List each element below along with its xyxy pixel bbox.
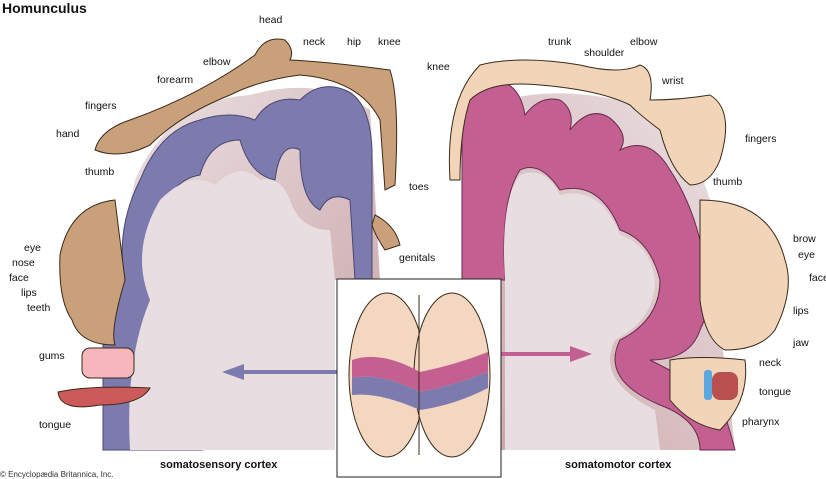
motor-label-elbow: elbow bbox=[630, 36, 658, 48]
brain-top-view-inset bbox=[336, 278, 502, 478]
somatosensory-cortex-section bbox=[57, 38, 401, 451]
sensory-label-hand: hand bbox=[56, 128, 80, 140]
motor-arrow-head bbox=[570, 346, 592, 362]
sensory-homunculus-gums bbox=[81, 347, 135, 379]
diagram-title: Homunculus bbox=[2, 0, 87, 16]
sensory-label-tongue: tongue bbox=[39, 419, 72, 431]
motor-label-tongue: tongue bbox=[759, 386, 792, 398]
motor-homunculus-arm bbox=[448, 59, 727, 186]
sensory-label-lips: lips bbox=[21, 287, 37, 299]
motor-label-fingers: fingers bbox=[745, 133, 777, 145]
sensory-label-genitals: genitals bbox=[399, 252, 436, 264]
sensory-label-teeth: teeth bbox=[27, 302, 51, 314]
motor-label-pharynx: pharynx bbox=[742, 416, 780, 428]
motor-label-jaw: jaw bbox=[793, 337, 809, 349]
motor-homunculus-pharynx bbox=[704, 370, 712, 400]
motor-label-brow: brow bbox=[793, 233, 816, 245]
motor-gray-matter bbox=[461, 81, 736, 451]
sensory-label-eye: eye bbox=[24, 242, 41, 254]
sensory-homunculus-head bbox=[59, 199, 126, 346]
sensory-inner-matter bbox=[129, 171, 335, 450]
motor-label-knee: knee bbox=[427, 61, 450, 73]
sensory-homunculus-arm bbox=[94, 38, 398, 191]
sensory-label-hip: hip bbox=[347, 36, 362, 48]
sensory-label-gums: gums bbox=[39, 350, 65, 362]
sensory-label-forearm: forearm bbox=[157, 74, 194, 86]
sensory-arrow-head bbox=[222, 364, 244, 380]
motor-label-eye: eye bbox=[798, 249, 815, 261]
sensory-label-fingers: fingers bbox=[85, 100, 117, 112]
sensory-label-head: head bbox=[259, 14, 283, 26]
motor-inner-matter bbox=[504, 172, 660, 450]
sensory-label-thumb: thumb bbox=[85, 166, 115, 178]
motor-label-neck: neck bbox=[759, 357, 782, 369]
motor-homunculus-tongue bbox=[712, 372, 738, 400]
sensory-label-neck: neck bbox=[303, 36, 326, 48]
sensory-label-face: face bbox=[9, 272, 29, 284]
sensory-label-elbow: elbow bbox=[203, 56, 231, 68]
sensory-homunculus-tongue bbox=[57, 386, 151, 408]
brain-sensory-band bbox=[352, 372, 488, 410]
sensory-label-nose: nose bbox=[12, 257, 35, 269]
somatomotor-caption: somatomotor cortex bbox=[565, 459, 672, 471]
somatosensory-caption: somatosensory cortex bbox=[160, 459, 278, 471]
motor-label-trunk: trunk bbox=[548, 36, 572, 48]
copyright-notice: © Encyclopædia Britannica, Inc. bbox=[0, 470, 114, 479]
sensory-homunculus-genitals bbox=[371, 214, 401, 251]
sensory-label-toes: toes bbox=[409, 181, 429, 193]
motor-label-lips: lips bbox=[793, 305, 809, 317]
motor-homunculus-head bbox=[699, 199, 789, 351]
motor-label-shoulder: shoulder bbox=[584, 47, 625, 59]
sensory-label-knee: knee bbox=[378, 36, 401, 48]
motor-label-wrist: wrist bbox=[662, 75, 684, 87]
motor-label-face: face bbox=[809, 272, 826, 284]
somatomotor-cortex-section bbox=[448, 59, 789, 451]
motor-label-thumb: thumb bbox=[713, 176, 743, 188]
brain-motor-band bbox=[352, 352, 488, 392]
